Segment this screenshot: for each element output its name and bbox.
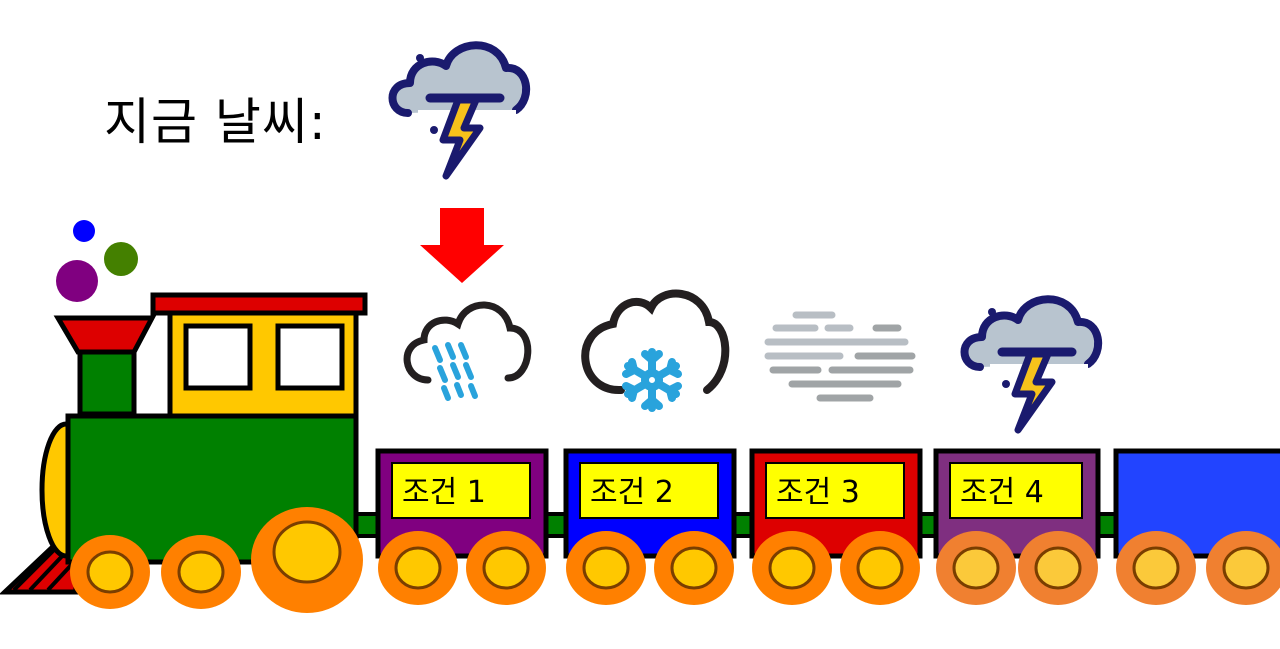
- car-label-box: [391, 462, 531, 519]
- wheel: [934, 529, 1018, 607]
- wheel: [376, 529, 460, 607]
- car-label-box: [765, 462, 905, 519]
- rain-icon: [403, 301, 532, 401]
- locomotive: [0, 292, 368, 613]
- wheel: [564, 529, 648, 607]
- train-car-2: 조건 2: [563, 448, 737, 607]
- page-title: 지금 날씨:: [104, 93, 327, 151]
- wheel: [1114, 529, 1198, 607]
- wheel: [652, 529, 736, 607]
- car-label-box: [949, 462, 1083, 519]
- car-label: 조건 3: [776, 475, 860, 510]
- train-car-3: 조건 3: [749, 448, 923, 607]
- wheel: [464, 529, 548, 607]
- current-weather-thunderstorm-icon: [393, 45, 531, 176]
- car-label: 조건 2: [590, 475, 674, 510]
- car-label-box: [579, 462, 719, 519]
- smoke-puff-green: [104, 242, 138, 276]
- fog-icon: [764, 311, 916, 402]
- snow-icon: [581, 289, 730, 412]
- car-label: 조건 1: [402, 475, 486, 510]
- car-label: 조건 4: [960, 475, 1044, 510]
- wheel: [750, 529, 834, 607]
- smoke-puff-blue: [73, 220, 95, 242]
- train-car-5: [1113, 448, 1280, 607]
- train-car-1: 조건 1: [375, 448, 549, 607]
- thunderstorm-icon: [965, 299, 1103, 430]
- wheel: [1016, 529, 1100, 607]
- arrow-down-icon: [420, 208, 504, 283]
- wheel: [838, 529, 922, 607]
- train-car-4: 조건 4: [933, 448, 1101, 607]
- smoke-puff-purple: [56, 260, 98, 302]
